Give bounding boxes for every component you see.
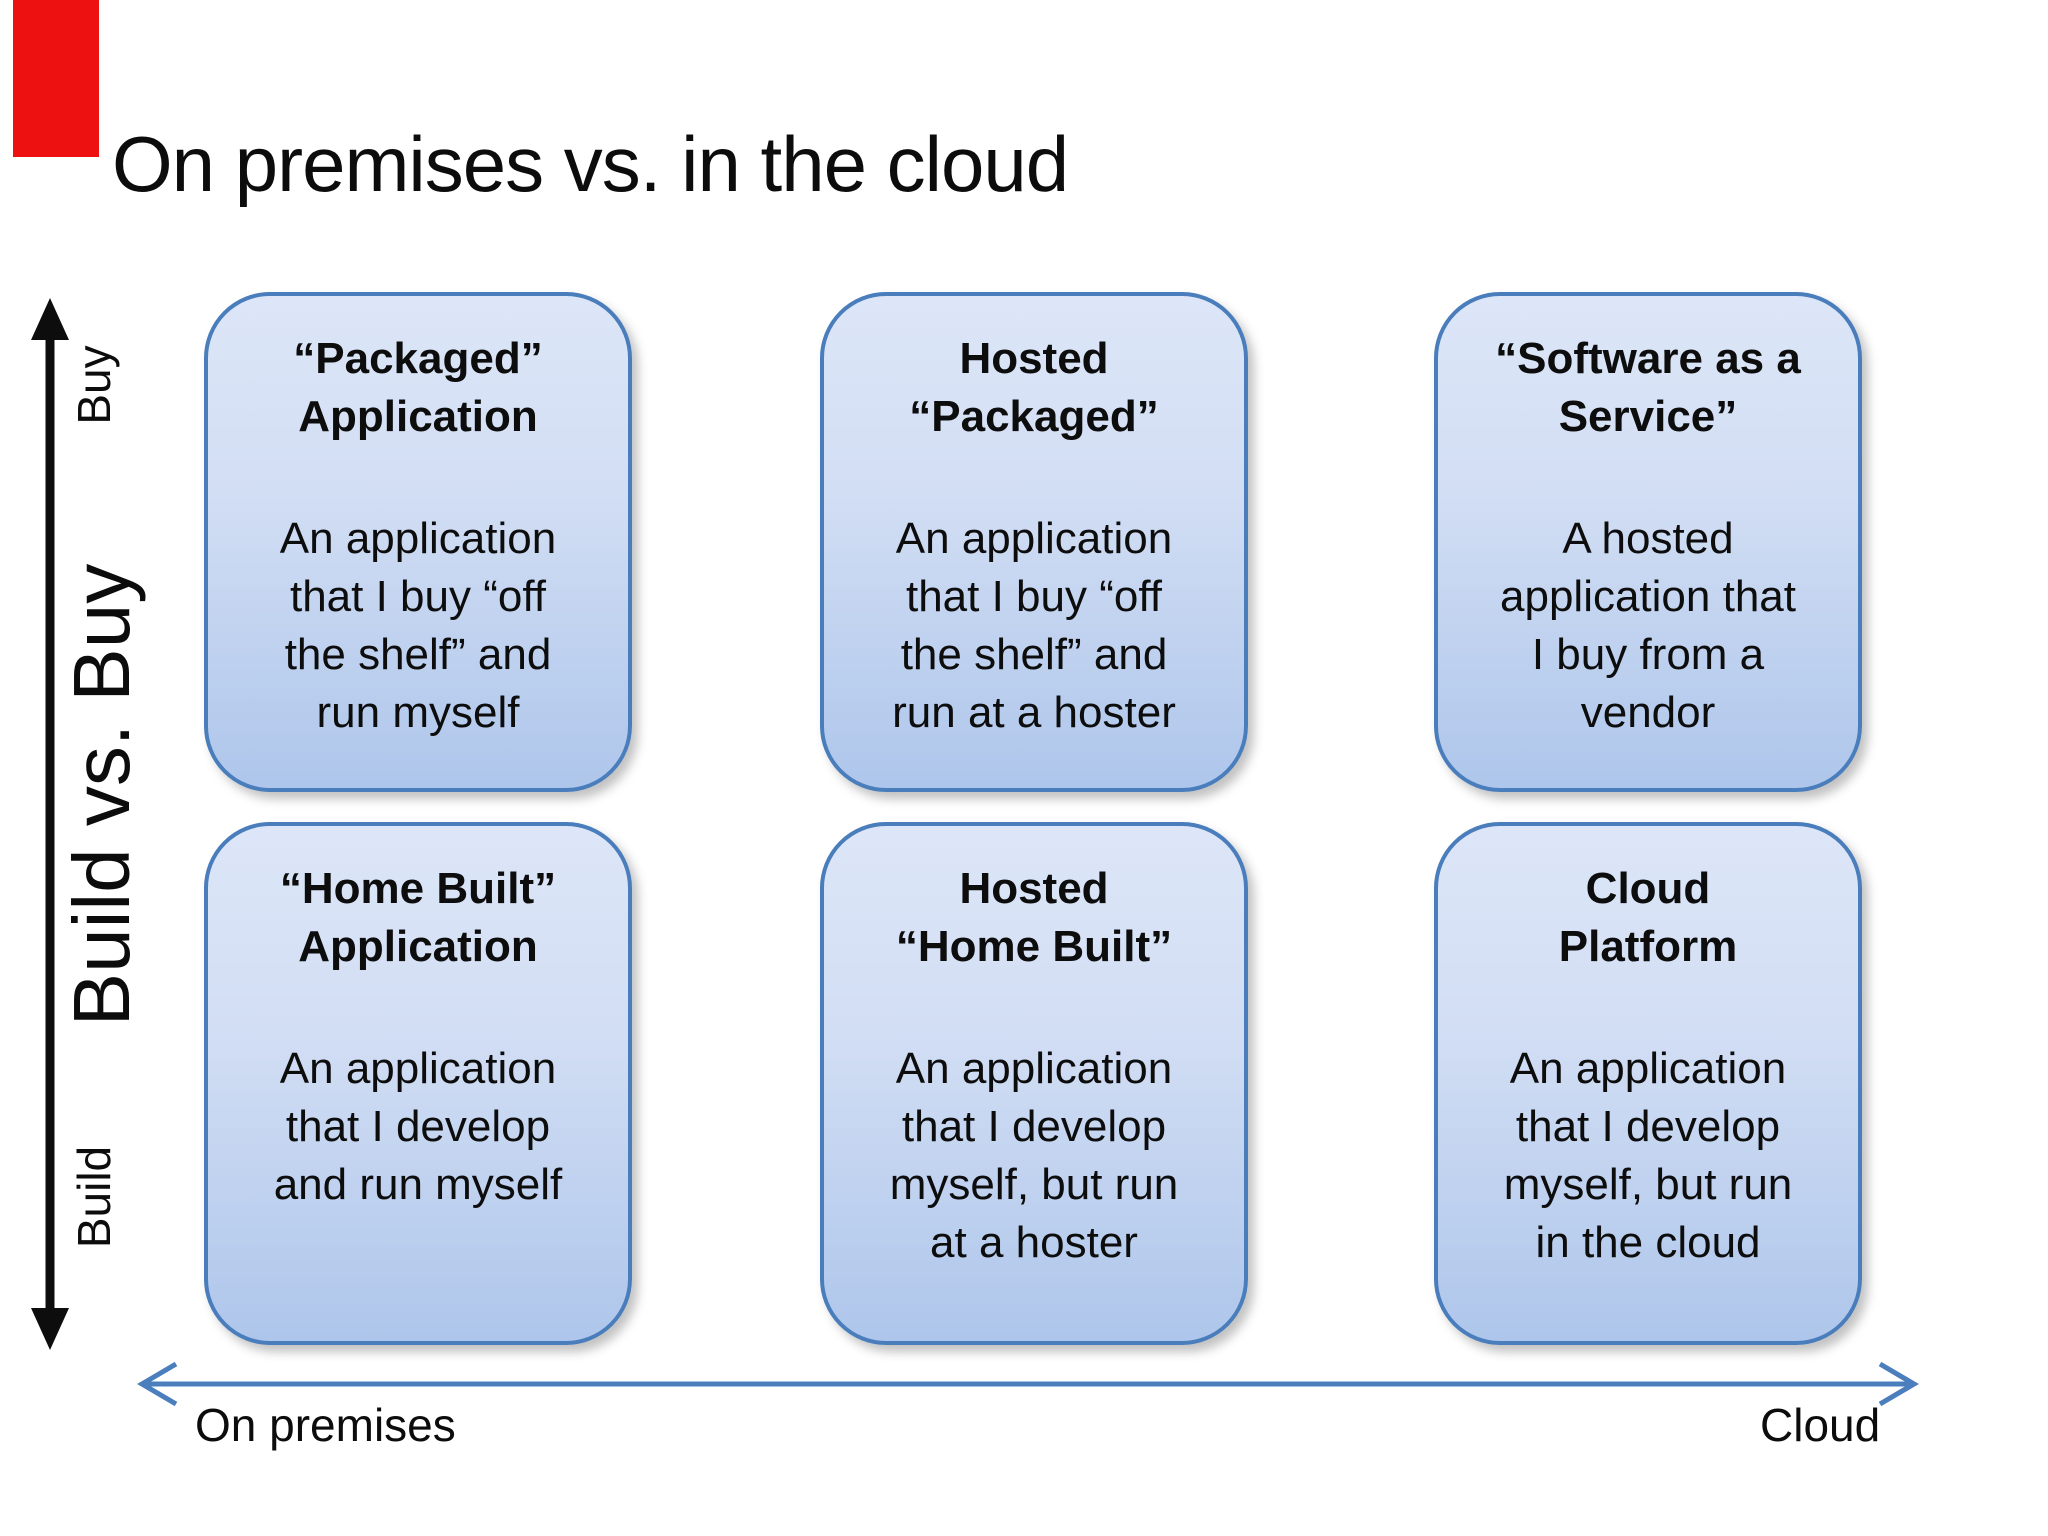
box-body: An application that I develop and run my… xyxy=(273,1044,563,1209)
red-accent-bar xyxy=(13,0,99,157)
y-axis-label-build: Build xyxy=(68,1145,120,1249)
slide-title: On premises vs. in the cloud xyxy=(112,120,1069,208)
box-home-built-application: “Home Built” Application An application … xyxy=(204,822,632,1345)
box-body: An application that I buy “off the shelf… xyxy=(892,514,1176,737)
box-title: Hosted “Packaged” xyxy=(909,334,1159,441)
y-axis-title: Build vs. Buy xyxy=(57,563,146,1027)
x-axis-label-cloud: Cloud xyxy=(1760,1399,1881,1451)
box-body: A hosted application that I buy from a v… xyxy=(1500,514,1796,737)
x-axis-label-on-premises: On premises xyxy=(195,1399,456,1451)
box-title: Hosted “Home Built” xyxy=(895,864,1173,971)
box-hosted-packaged: Hosted “Packaged” An application that I … xyxy=(820,292,1248,792)
box-title: “Software as a Service” xyxy=(1495,334,1801,441)
box-body: An application that I develop myself, bu… xyxy=(1503,1044,1793,1267)
box-software-as-a-service: “Software as a Service” A hosted applica… xyxy=(1434,292,1862,792)
build-buy-axis-arrow xyxy=(31,298,69,1350)
box-hosted-home-built: Hosted “Home Built” An application that … xyxy=(820,822,1248,1345)
box-body: An application that I develop myself, bu… xyxy=(889,1044,1179,1267)
box-title: Cloud Platform xyxy=(1558,864,1738,971)
box-body: An application that I buy “off the shelf… xyxy=(279,514,557,737)
box-title: “Packaged” Application xyxy=(293,334,543,441)
box-title: “Home Built” Application xyxy=(279,864,557,971)
onprem-cloud-axis-arrow xyxy=(137,1361,1919,1407)
box-packaged-application: “Packaged” Application An application th… xyxy=(204,292,632,792)
box-cloud-platform: Cloud Platform An application that I dev… xyxy=(1434,822,1862,1345)
